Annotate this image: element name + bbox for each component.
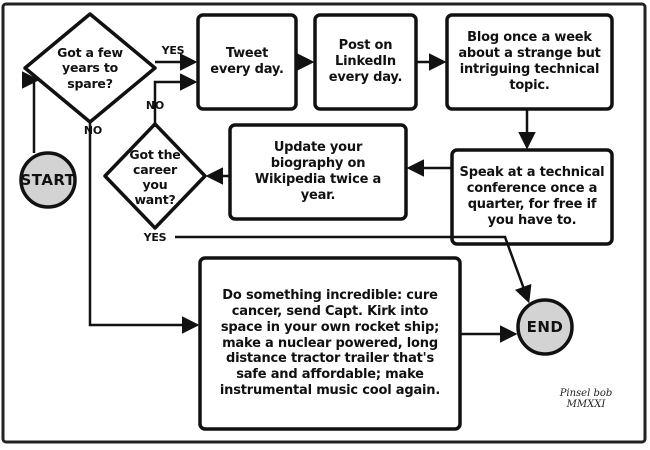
incredible-box [198,256,462,431]
signature: Pinsel bob MMXXI [556,388,616,410]
blog-box [445,13,614,111]
edge-label-no-left: NO [83,124,103,138]
edge-label-yes-career: YES [143,231,167,245]
start-label: START [20,170,76,189]
signature-year: MMXXI [566,399,606,410]
end-circle [516,298,574,356]
tweet-label: Tweet every day. [210,46,284,77]
outer-border [1,2,647,444]
wikipedia-label: Update your biography on Wikipedia twice… [254,140,382,203]
signature-name: Pinsel bob [559,388,613,399]
decision-career-label: Got the career you want? [129,146,181,208]
wikipedia-box [228,123,408,221]
incredible-label: Do something incredible: cure cancer, se… [219,287,441,399]
arrow-start-to-decision [22,71,40,153]
end-label: END [526,317,564,336]
blog-label: Blog once a week about a strange but int… [458,30,601,93]
decision-years-label: Got a few years to spare? [57,45,123,91]
decision-career-diamond [103,122,207,230]
edge-label-yes-top: YES [161,44,185,58]
speak-box [450,148,614,246]
arrow-yes-career-to-end [175,235,532,304]
arrow-no-loop-to-tweet [153,73,198,124]
start-circle [19,151,77,209]
speak-label: Speak at a technical conference once a q… [459,165,605,228]
linkedin-label: Post on LinkedIn every day. [328,38,403,85]
arrow-no-to-incredible [88,122,200,334]
edge-label-no-loop: NO [145,99,165,113]
